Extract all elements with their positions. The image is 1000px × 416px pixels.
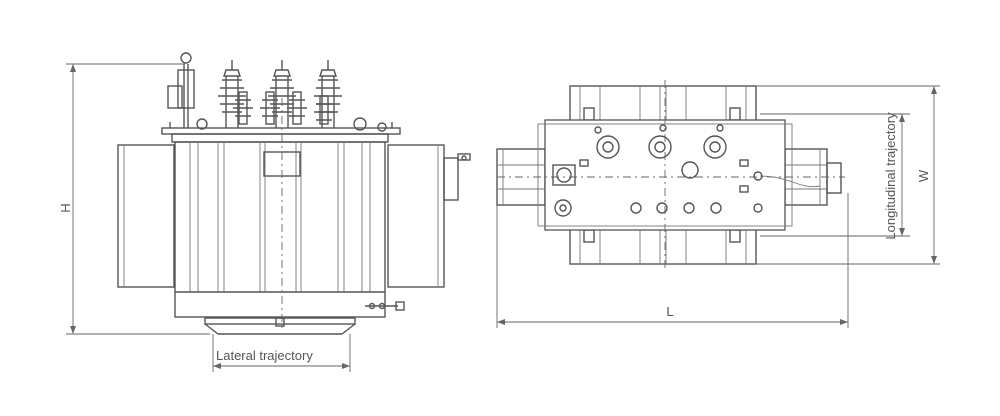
right-radiator [387,144,445,288]
length-dimension [496,193,849,328]
longitudinal-label: Longitudinal trajectory [883,112,898,240]
tank-top-plate [497,80,845,272]
longitudinal-dimension [760,113,910,237]
terminal-box [443,153,471,201]
lateral-dimension [212,334,351,372]
bottom-radiator-row [569,227,757,265]
width-label: W [916,169,931,182]
breather [167,52,195,128]
length-label: L [666,304,673,319]
tank-body [161,98,405,335]
width-dimension [756,85,940,265]
top-radiator-row [569,85,757,123]
top-right-radiator [784,148,842,206]
top-view: L W Longitudinal trajectory [496,80,940,328]
left-radiator [117,144,175,288]
top-fittings [169,117,393,132]
lateral-label: Lateral trajectory [216,348,313,363]
lv-bushings [233,91,334,125]
height-dimension [66,63,210,335]
height-label: H [58,203,73,212]
front-view: H [58,52,471,372]
hv-bushings [218,60,342,128]
